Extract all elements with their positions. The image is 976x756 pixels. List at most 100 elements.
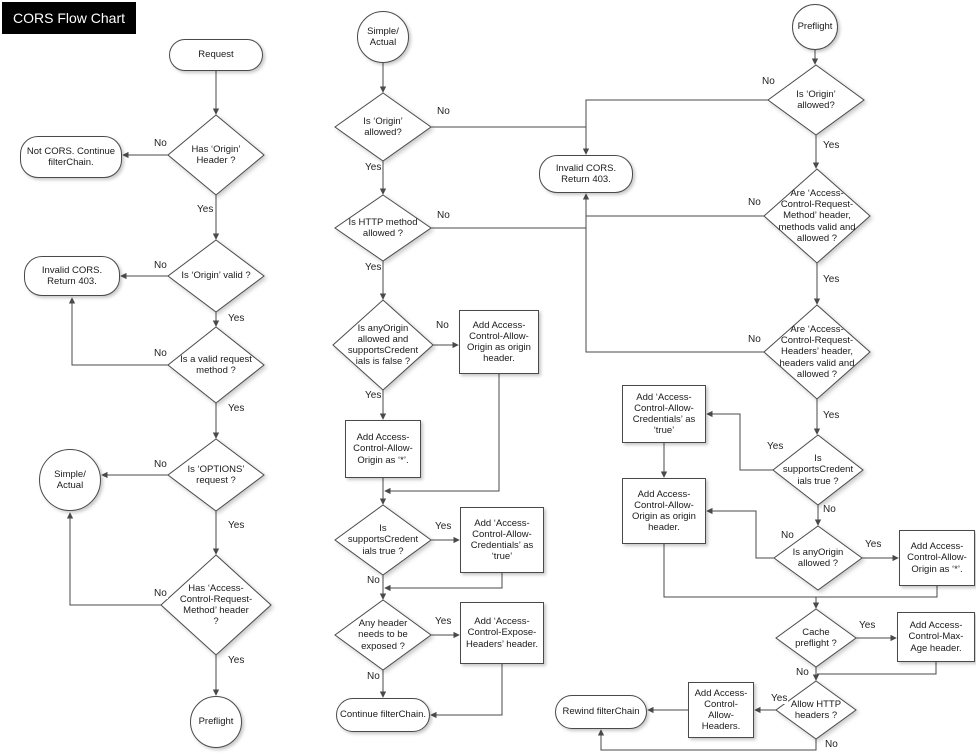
connector-simple-actual-left: Simple/ Actual	[39, 449, 101, 511]
connector-simple-actual-left-label: Simple/ Actual	[54, 468, 86, 491]
process-sa-add-star-header-label: Add Access- Control-Allow- Origin as ‘*’…	[353, 432, 413, 466]
decision-valid-method: Is a valid request method ?	[168, 327, 264, 403]
decision-origin-valid: Is ‘Origin’ valid ?	[168, 240, 264, 312]
connector-simple-actual-start: Simple/ Actual	[357, 11, 409, 63]
decision-acrh-valid: Are ‘Access- Control-Request- Headers’ h…	[764, 305, 870, 399]
decision-has-origin-header: Has ‘Origin’ Header ?	[168, 115, 264, 195]
edge-label-no: No	[822, 504, 837, 515]
process-sa-add-credentials-label: Add ‘Access- Control-Allow- Credentials’…	[470, 517, 534, 563]
terminator-rewind-filterchain-label: Rewind filterChain	[562, 706, 640, 718]
edge-label-no: No	[366, 671, 381, 682]
terminator-continue-filterchain-label: Continue filterChain.	[339, 709, 427, 721]
edge-label-yes: Yes	[227, 403, 246, 414]
terminator-request-label: Request	[198, 49, 234, 61]
process-sa-add-origin-header: Add Access- Control-Allow- Origin as ori…	[459, 310, 539, 374]
process-pf-add-origin-header-label: Add Access- Control-Allow- Origin as ori…	[632, 488, 696, 534]
decision-pf-anyorigin-allowed: Is anyOrigin allowed ?	[774, 526, 862, 590]
decision-pf-anyorigin-allowed-label: Is anyOrigin allowed ?	[792, 546, 844, 569]
terminator-invalid-cors-left-label: Invalid CORS. Return 403.	[41, 264, 103, 287]
decision-allow-http-headers-label: Allow HTTP headers ?	[790, 698, 842, 721]
terminator-not-cors: Not CORS. Continue filterChain.	[20, 136, 122, 178]
process-add-max-age-label: Add Access- Control-Max- Age header.	[908, 620, 964, 654]
process-add-allow-headers: Add Access- Control- Allow- Headers.	[688, 682, 754, 738]
terminator-continue-filterchain: Continue filterChain.	[336, 698, 430, 732]
connector-preflight-left-label: Preflight	[198, 716, 234, 728]
edge-label-no: No	[436, 106, 451, 117]
decision-anyorigin-supports-credentials-label: Is anyOrigin allowed and supportsCredent…	[347, 322, 419, 368]
terminator-invalid-cors-center: Invalid CORS. Return 403.	[539, 155, 633, 193]
process-add-expose-headers-label: Add ‘Access- Control-Expose- Headers’ he…	[465, 616, 538, 650]
terminator-rewind-filterchain: Rewind filterChain	[555, 695, 647, 729]
edge-label-yes: Yes	[434, 616, 453, 627]
decision-allow-http-headers: Allow HTTP headers ?	[776, 681, 856, 739]
edge-label-yes: Yes	[822, 274, 841, 285]
decision-header-exposed-label: Any header needs to be exposed ?	[358, 618, 408, 652]
terminator-invalid-cors-left: Invalid CORS. Return 403.	[24, 256, 120, 296]
edge-label-no: No	[436, 210, 451, 221]
decision-origin-valid-label: Is ‘Origin’ valid ?	[181, 270, 251, 282]
edge-label-no: No	[795, 667, 810, 678]
edge-label-yes: Yes	[364, 262, 383, 273]
connector-preflight-start: Preflight	[792, 4, 838, 50]
connector-simple-actual-start-label: Simple/ Actual	[367, 25, 399, 48]
edge-label-no: No	[153, 459, 168, 470]
connector-preflight-start-label: Preflight	[797, 21, 833, 33]
decision-sa-origin-allowed-label: Is ‘Origin’ allowed?	[363, 115, 403, 138]
edge-label-no: No	[366, 575, 381, 586]
terminator-request: Request	[169, 39, 263, 71]
edge-label-yes: Yes	[364, 162, 383, 173]
edge-label-no: No	[435, 320, 450, 331]
decision-options-request: Is ‘OPTIONS’ request ?	[168, 439, 264, 511]
process-sa-add-origin-header-label: Add Access- Control-Allow- Origin as ori…	[467, 319, 531, 365]
edge-label-yes: Yes	[227, 520, 246, 531]
decision-sa-origin-allowed: Is ‘Origin’ allowed?	[335, 93, 431, 161]
decision-has-acrm-header: Has ‘Access- Control-Request- Method’ he…	[161, 555, 271, 655]
edge-label-yes: Yes	[858, 620, 877, 631]
chart-title: CORS Flow Chart	[2, 2, 137, 34]
edge-label-no: No	[153, 138, 168, 149]
decision-pf-origin-allowed: Is ‘Origin’ allowed?	[768, 65, 864, 135]
terminator-invalid-cors-center-label: Invalid CORS. Return 403.	[555, 162, 617, 185]
decision-header-exposed: Any header needs to be exposed ?	[335, 600, 431, 670]
edge-label-no: No	[824, 739, 839, 750]
decision-pf-supports-credentials-label: Is supportsCredent ials true ?	[782, 453, 854, 487]
process-add-max-age: Add Access- Control-Max- Age header.	[897, 612, 975, 662]
decision-pf-origin-allowed-label: Is ‘Origin’ allowed?	[796, 88, 836, 111]
decision-has-origin-header-label: Has ‘Origin’ Header ?	[191, 143, 241, 166]
edge-label-yes: Yes	[766, 441, 785, 452]
decision-pf-supports-credentials: Is supportsCredent ials true ?	[773, 435, 863, 505]
process-pf-add-star-header-label: Add Access- Control-Allow- Origin as ‘*’…	[907, 541, 967, 575]
edge-label-no: No	[761, 76, 776, 87]
decision-acrm-valid-label: Are ‘Access- Control-Request- Method’ he…	[778, 187, 856, 244]
process-pf-add-credentials-label: Add ‘Access- Control-Allow- Credentials’…	[632, 391, 696, 437]
edge-label-no: No	[153, 348, 168, 359]
process-add-allow-headers-label: Add Access- Control- Allow- Headers.	[694, 687, 748, 733]
decision-has-acrm-header-label: Has ‘Access- Control-Request- Method’ he…	[179, 582, 253, 628]
edge-label-no: No	[747, 197, 762, 208]
edge-label-yes: Yes	[227, 313, 246, 324]
decision-sa-supports-credentials: Is supportsCredent ials true ?	[335, 505, 431, 575]
edge-label-yes: Yes	[770, 693, 789, 704]
edge-label-yes: Yes	[227, 655, 246, 666]
decision-acrh-valid-label: Are ‘Access- Control-Request- Headers’ h…	[779, 323, 855, 380]
edge-label-yes: Yes	[822, 410, 841, 421]
edge-label-yes: Yes	[196, 204, 215, 215]
decision-anyorigin-supports-credentials: Is anyOrigin allowed and supportsCredent…	[333, 300, 433, 390]
edge-label-yes: Yes	[864, 539, 883, 550]
decision-valid-method-label: Is a valid request method ?	[180, 353, 252, 376]
process-pf-add-credentials: Add ‘Access- Control-Allow- Credentials’…	[622, 385, 706, 443]
process-pf-add-origin-header: Add Access- Control-Allow- Origin as ori…	[622, 478, 706, 544]
edge-label-no: No	[747, 334, 762, 345]
terminator-not-cors-label: Not CORS. Continue filterChain.	[26, 145, 116, 168]
edge-label-no: No	[153, 260, 168, 271]
edge-label-yes: Yes	[822, 140, 841, 151]
process-sa-add-star-header: Add Access- Control-Allow- Origin as ‘*’…	[345, 420, 421, 478]
edge-label-yes: Yes	[364, 390, 383, 401]
decision-acrm-valid: Are ‘Access- Control-Request- Method’ he…	[764, 169, 870, 263]
decision-options-request-label: Is ‘OPTIONS’ request ?	[187, 463, 245, 486]
process-pf-add-star-header: Add Access- Control-Allow- Origin as ‘*’…	[899, 530, 975, 586]
decision-cache-preflight-label: Cache preflight ?	[795, 626, 837, 649]
edge-label-no: No	[153, 588, 168, 599]
